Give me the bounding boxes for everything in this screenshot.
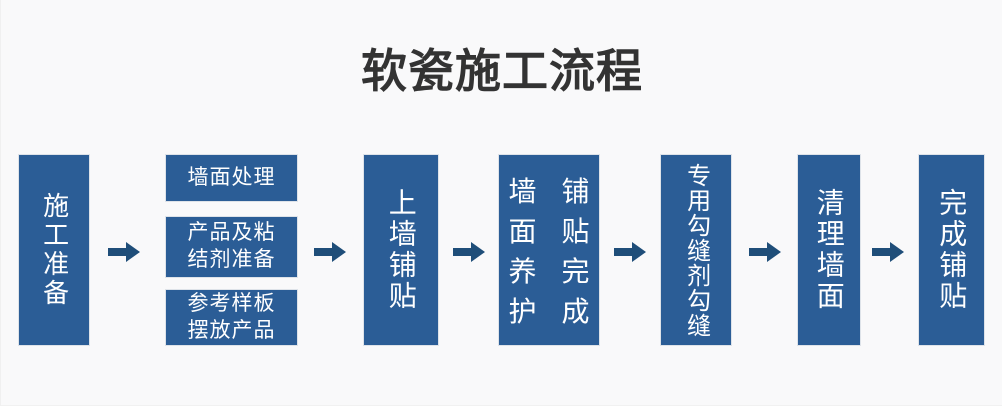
flow-step-product-adhesive-preparation[interactable]: 产品及粘结剂准备 [166, 217, 297, 277]
flow-step-special-grout-jointing[interactable]: 专用勾缝剂勾缝 [661, 155, 731, 345]
arrow-right-icon [614, 240, 646, 264]
flow-step-label: 参考样板摆放产品 [187, 291, 276, 342]
flow-step-reference-sample-placement[interactable]: 参考样板摆放产品 [166, 290, 297, 345]
flow-step-label: 施工准备 [39, 192, 70, 308]
flow-step-label: 上墙铺贴 [385, 188, 417, 312]
flow-step-wall-surface-treatment[interactable]: 墙面处理 [166, 155, 297, 201]
arrow-right-icon [314, 240, 346, 264]
flow-step-clean-wall-surface[interactable]: 清理墙面 [798, 155, 860, 345]
arrow-right-icon [453, 240, 485, 264]
flow-step-paste-finished[interactable]: 完成铺贴 [919, 155, 984, 345]
flow-step-construction-preparation[interactable]: 施工准备 [19, 155, 89, 345]
flow-step-label-paste-complete: 铺贴完成 [561, 176, 590, 327]
arrow-right-icon [108, 240, 140, 264]
flow-step-label: 产品及粘结剂准备 [187, 221, 276, 271]
flow-step-label: 完成铺贴 [936, 188, 968, 312]
flow-step-wall-pasting[interactable]: 上墙铺贴 [364, 155, 438, 345]
arrow-right-icon [872, 240, 904, 264]
flow-step-paste-complete-and-curing[interactable]: 铺贴完成 墙面养护 [499, 155, 599, 345]
arrow-right-icon [749, 240, 781, 264]
flow-step-label: 专用勾缝剂勾缝 [682, 162, 710, 338]
flow-step-label: 墙面处理 [187, 165, 276, 189]
page-title: 软瓷施工流程 [361, 44, 643, 98]
flow-step-label-wall-curing: 墙面养护 [508, 176, 537, 327]
flow-step-label: 清理墙面 [813, 188, 845, 312]
